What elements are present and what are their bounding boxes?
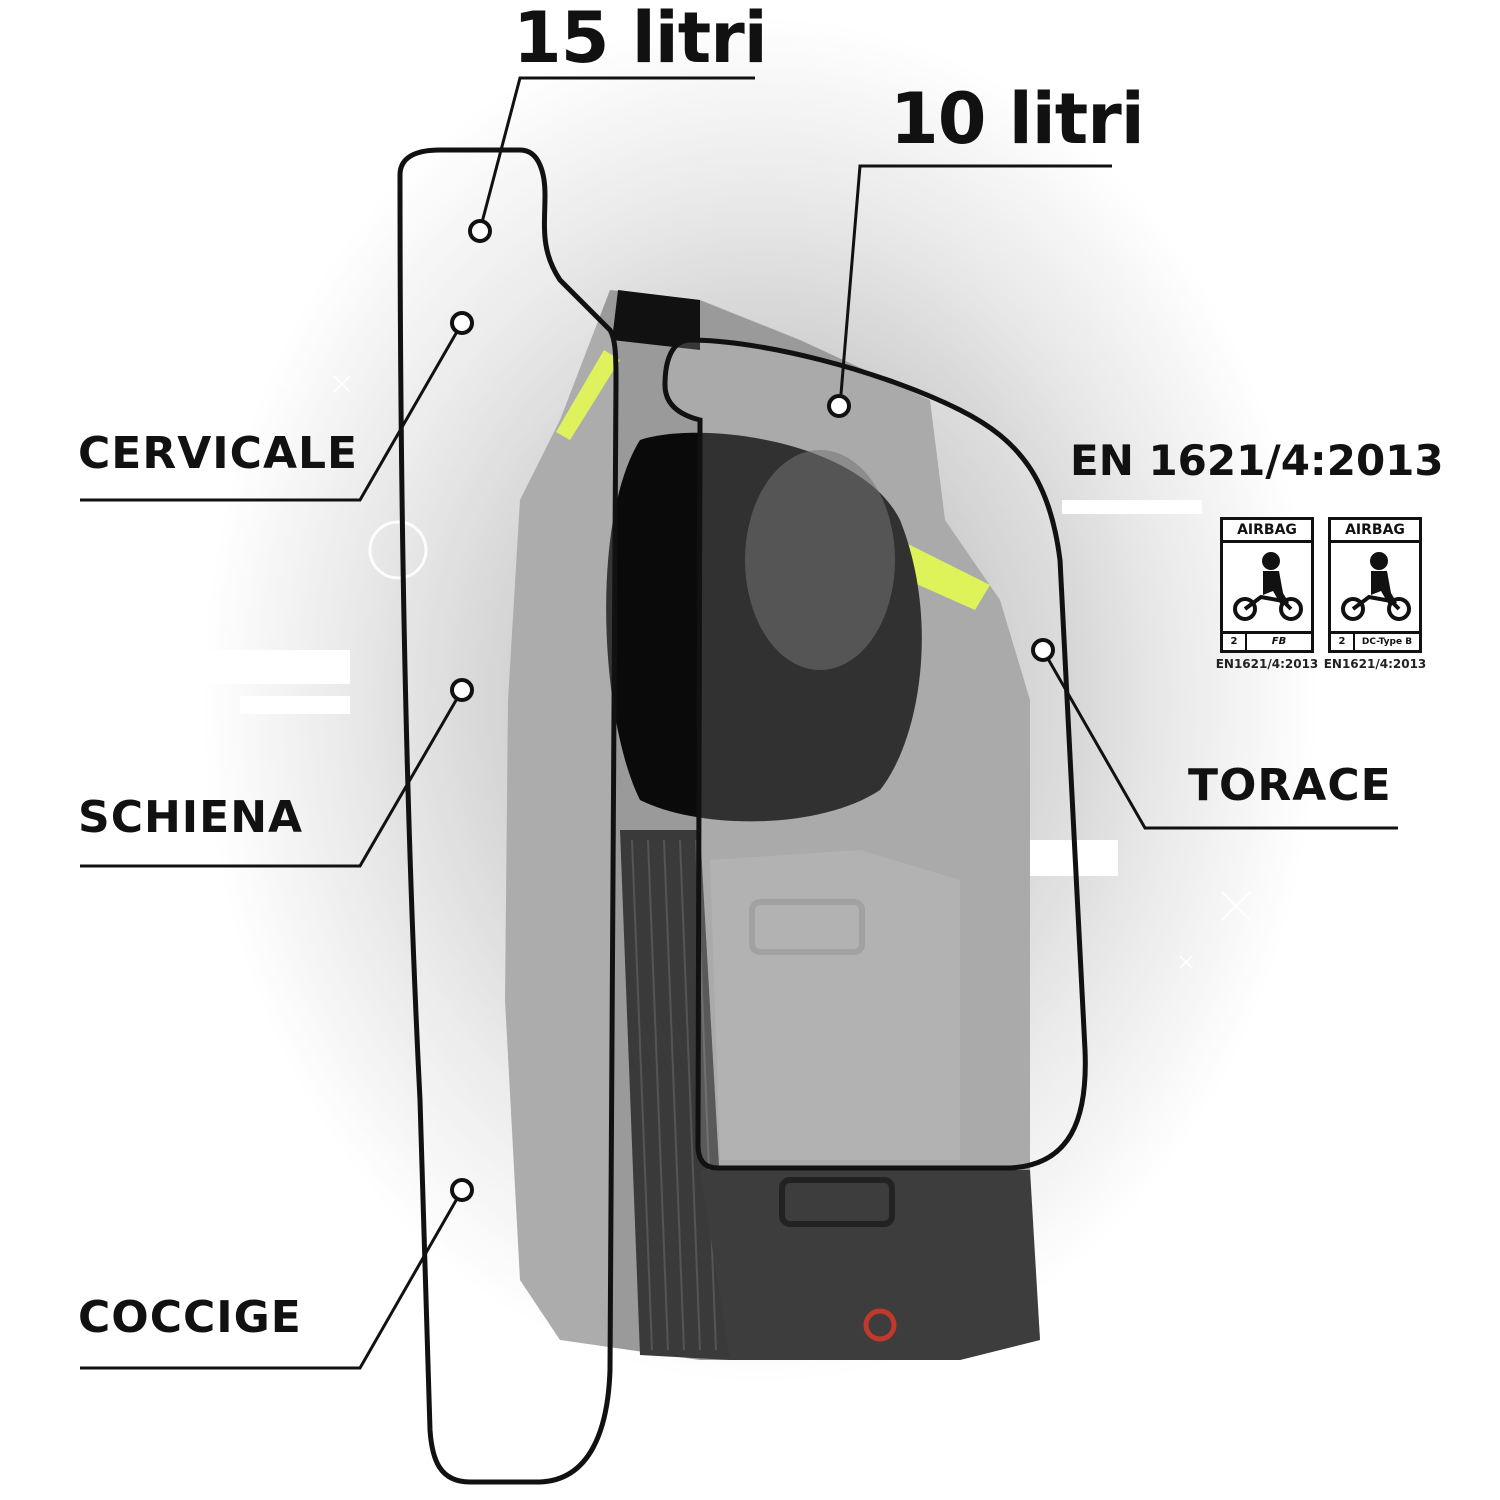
- zone-chest-label: TORACE: [1188, 760, 1392, 811]
- badge-heading: AIRBAG: [1223, 520, 1311, 543]
- badge-level: 2: [1331, 634, 1355, 650]
- front-volume-label: 10 litri: [890, 78, 1145, 160]
- certification-badge-fb: AIRBAG 2 FB: [1220, 517, 1314, 653]
- badge-norm: EN1621/4:2013: [1323, 657, 1427, 671]
- vest: [505, 290, 1040, 1360]
- standard-code: EN 1621/4:2013: [1070, 436, 1444, 485]
- badge-heading: AIRBAG: [1331, 520, 1419, 543]
- motorcyclist-icon: [1233, 552, 1303, 621]
- badge-type: DC-Type B: [1361, 637, 1413, 647]
- ring-decoration: [368, 520, 428, 580]
- sparkle-decoration: [247, 347, 1251, 969]
- motorcyclist-icon: [1341, 552, 1411, 621]
- back-volume-label: 15 litri: [513, 0, 768, 79]
- chest-airbag-outline: [662, 337, 1088, 1171]
- zone-back-label: SCHIENA: [78, 792, 304, 843]
- certification-badge-dc: AIRBAG 2 DC-Type B: [1328, 517, 1422, 653]
- badge-level: 2: [1223, 634, 1247, 650]
- leader-lines: [80, 76, 1398, 1370]
- hotspot-markers: [450, 219, 1055, 1202]
- zone-coccyx-label: COCCIGE: [78, 1292, 302, 1343]
- badge-norm: EN1621/4:2013: [1215, 657, 1319, 671]
- zone-cervical-label: CERVICALE: [78, 428, 359, 479]
- back-airbag-outline: [397, 147, 619, 1485]
- badge-type: FB: [1271, 636, 1287, 647]
